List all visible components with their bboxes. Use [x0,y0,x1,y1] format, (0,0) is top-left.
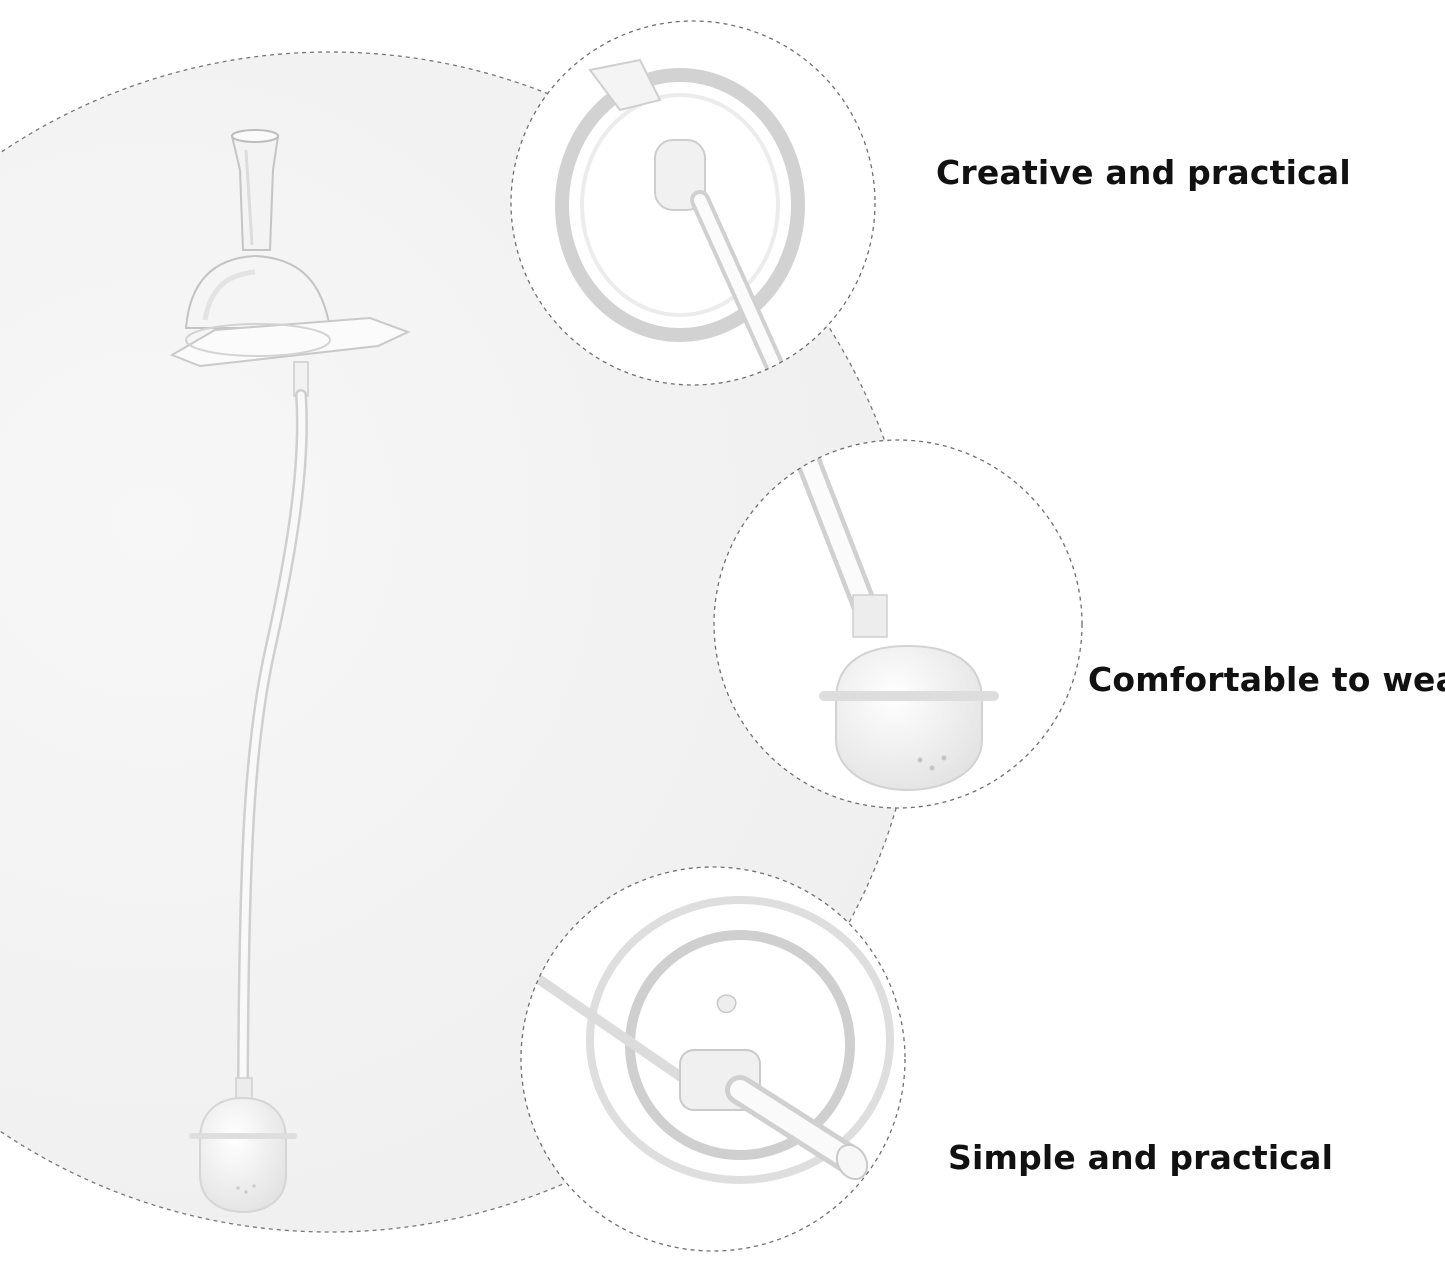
detail-circle-middle [713,439,1083,809]
weighted-ball-icon [787,440,999,792]
straw-assembly-icon [169,129,411,1214]
detail-circle-bottom [520,866,906,1252]
feature-label-simple: Simple and practical [948,1138,1334,1177]
feature-label-comfortable: Comfortable to wear [1088,660,1445,699]
detail-circle-top [510,20,876,386]
feature-label-creative: Creative and practical [936,153,1351,192]
spout-bottom-view-icon [535,896,894,1184]
